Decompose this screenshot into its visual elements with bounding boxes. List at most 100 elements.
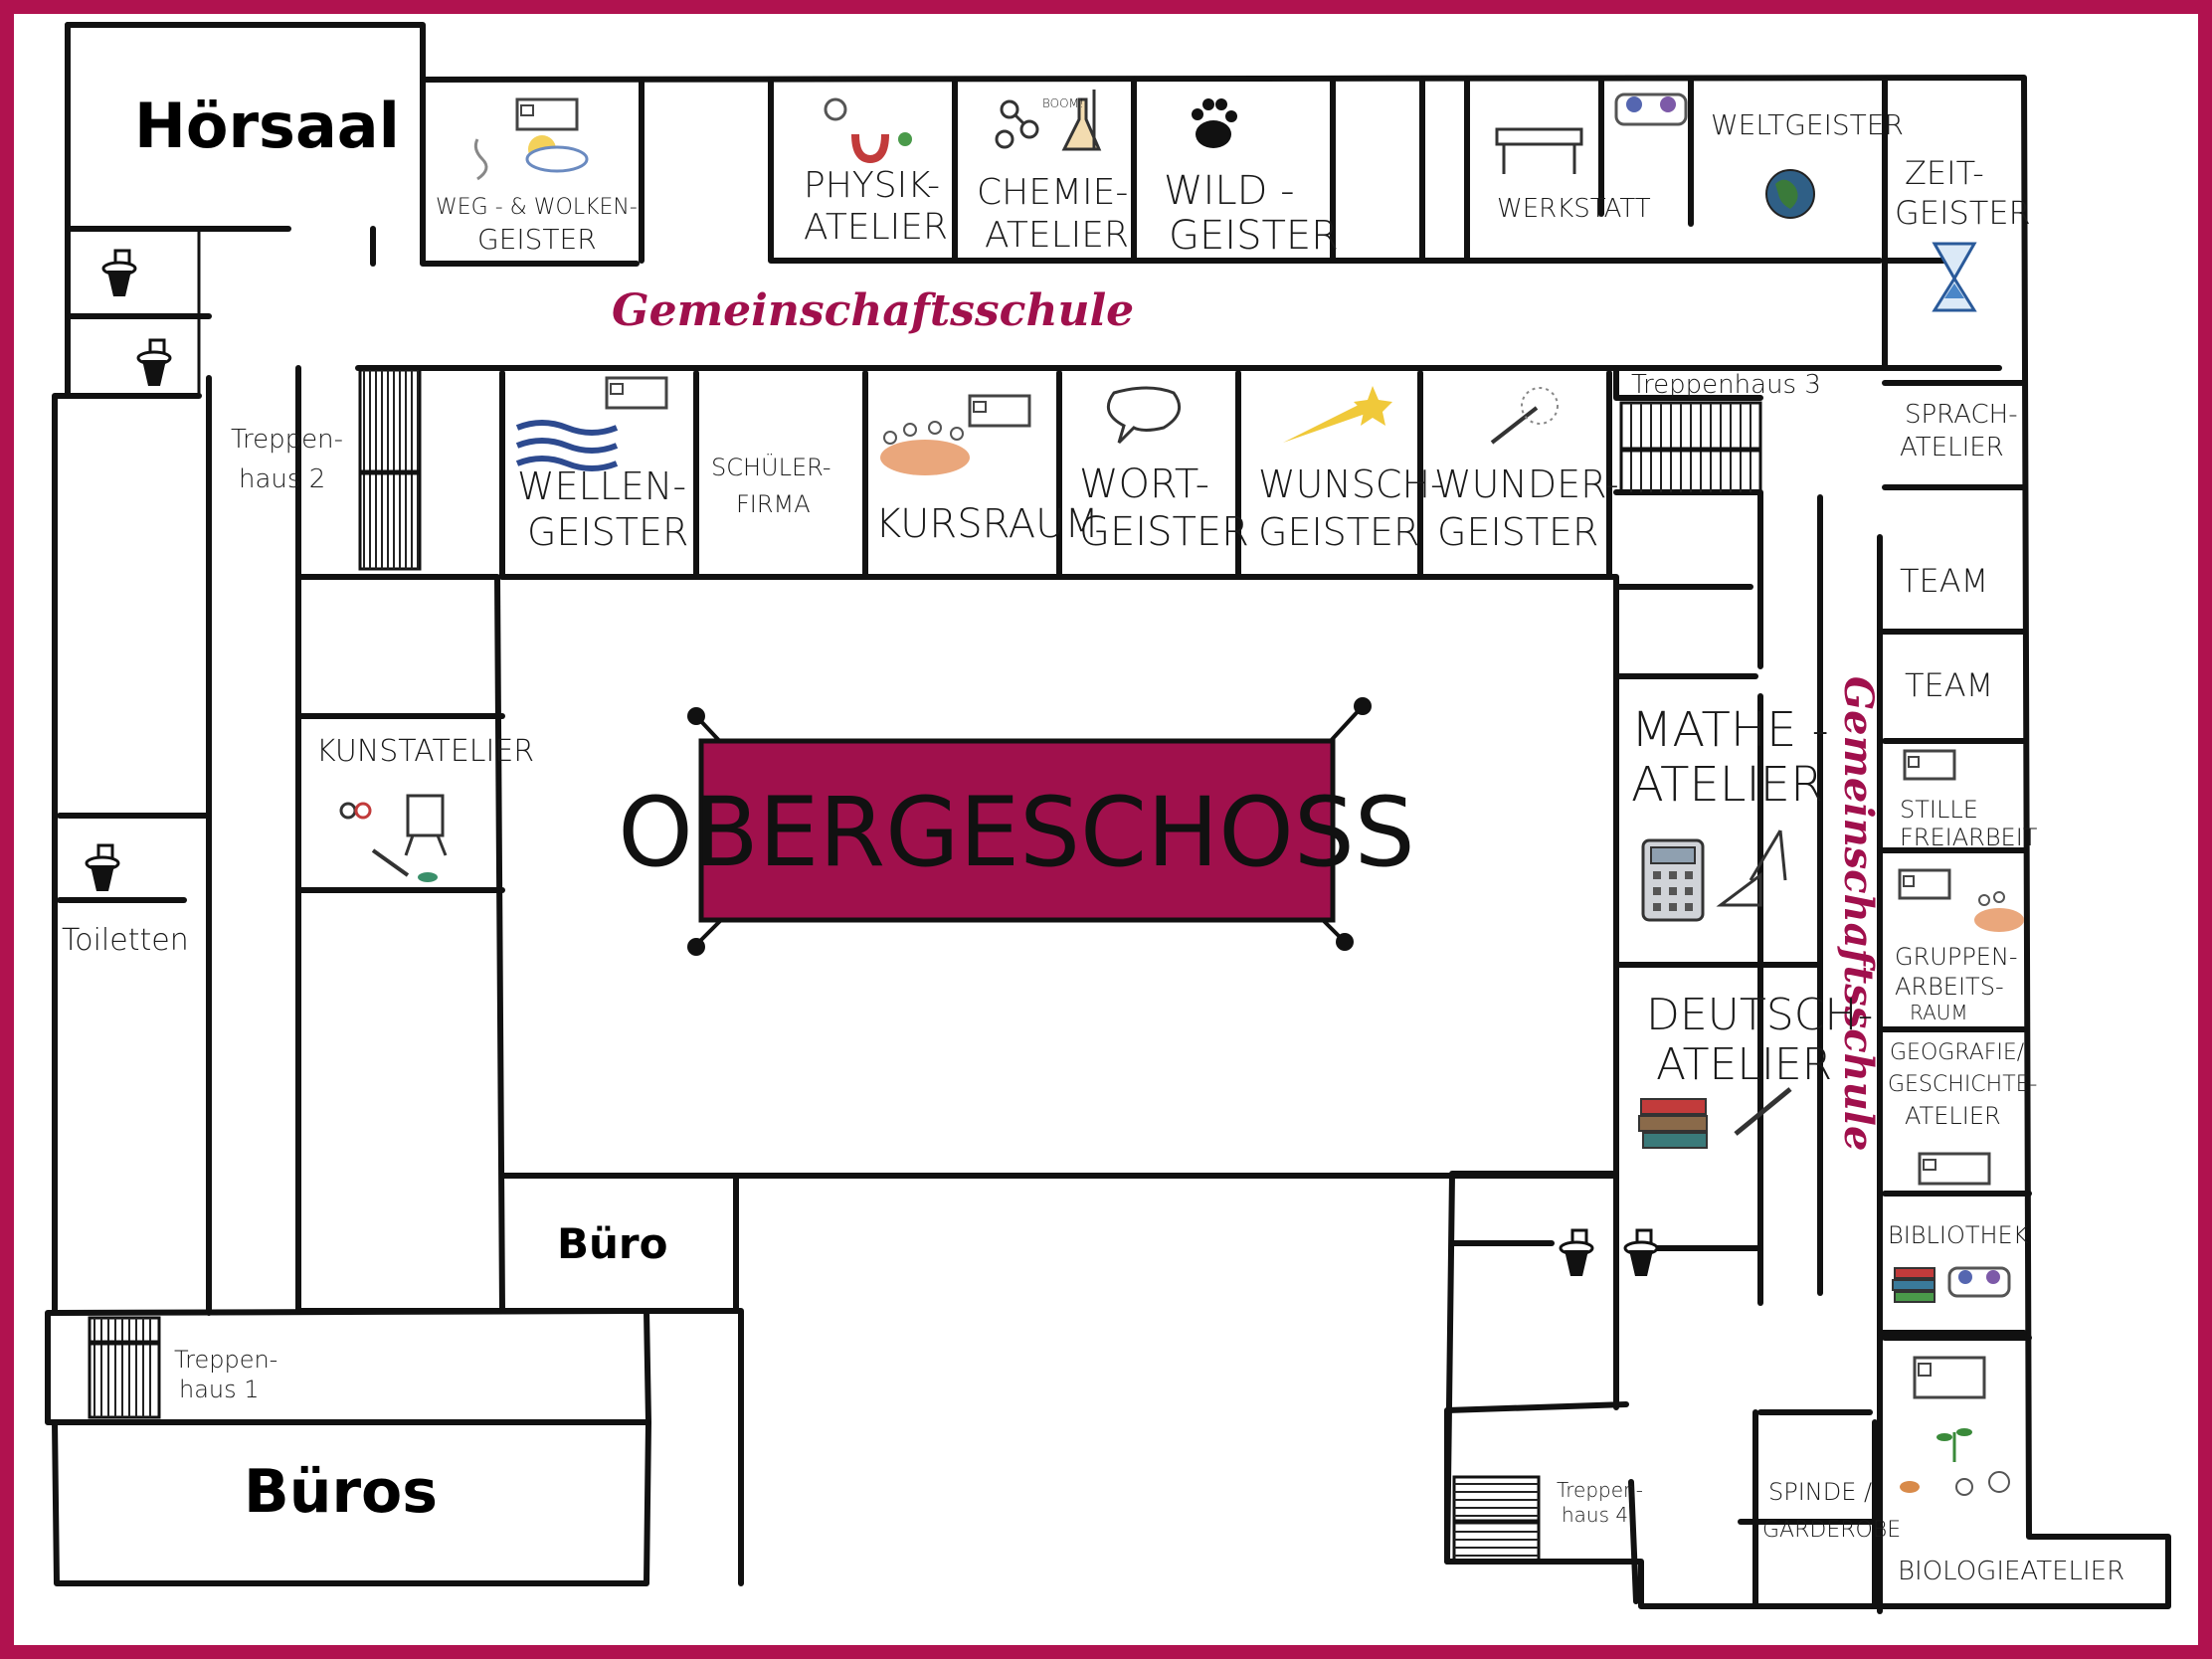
room-physik-line2: ATELIER	[804, 207, 948, 248]
globe-icon	[1765, 169, 1815, 219]
room-gruppen-line1: GRUPPEN-	[1895, 943, 2018, 971]
room-stille-line1: STILLE	[1900, 796, 1978, 824]
inner-row-walls	[52, 365, 2002, 1586]
molecule-icon	[995, 99, 1039, 149]
bed-icon	[1903, 749, 1956, 781]
room-treppenhaus4-line1: Treppen-	[1557, 1478, 1643, 1502]
books-icon	[1892, 1267, 1936, 1303]
bed-icon	[968, 394, 1031, 428]
room-treppenhaus3: Treppenhaus 3	[1631, 370, 1821, 400]
treppenhaus-1-stairs	[88, 1316, 161, 1419]
room-team-1: TEAM	[1900, 562, 1988, 600]
toilet-icon	[136, 338, 172, 386]
sparkler-icon	[1490, 387, 1559, 445]
waves-icon	[515, 420, 619, 471]
toilet-icon	[1623, 1228, 1659, 1276]
room-kunst: KUNSTATELIER	[316, 734, 534, 769]
books-icon	[1638, 1098, 1708, 1149]
room-chemie-line2: ATELIER	[985, 215, 1129, 256]
treppenhaus-4-stairs	[1452, 1475, 1541, 1564]
top-row-walls	[65, 77, 1952, 399]
room-physik-line1: PHYSIK-	[804, 165, 940, 206]
room-gruppen-line3: RAUM	[1910, 1001, 1968, 1024]
bed-icon	[1913, 1356, 1986, 1399]
paw-icon	[1192, 98, 1237, 148]
speech-bubble-icon	[1106, 386, 1182, 445]
room-weltgeister: WELTGEISTER	[1711, 108, 1904, 141]
room-wunsch-line2: GEISTER	[1258, 510, 1419, 554]
hourglass-icon	[1932, 242, 1977, 312]
flask-icon	[1061, 90, 1102, 151]
room-schuelerfirma-line1: SCHÜLER-	[711, 452, 831, 481]
room-toiletten: Toiletten	[62, 923, 189, 958]
room-bibliothek: BIBLIOTHEK	[1888, 1221, 2029, 1249]
room-gruppen-line2: ARBEITS-	[1895, 973, 2004, 1001]
shooting-star-icon	[1283, 386, 1392, 443]
room-geo-line2: GESCHICHTE-	[1888, 1072, 2038, 1097]
room-sprach-line2: ATELIER	[1900, 433, 2004, 462]
workbench-icon	[1495, 127, 1583, 174]
room-geo-line1: GEOGRAFIE/	[1890, 1040, 2025, 1065]
easel-icon	[404, 794, 448, 856]
chemie-boom-text: BOOM!	[1042, 96, 1084, 110]
room-wunsch-line1: WUNSCH-	[1258, 462, 1444, 506]
sofa-icon	[1614, 92, 1688, 126]
toilet-icon	[1559, 1228, 1594, 1276]
room-wild-line1: WILD -	[1164, 168, 1295, 214]
room-buero: Büro	[557, 1219, 667, 1268]
room-treppenhaus2-line2: haus 2	[239, 464, 325, 494]
calculator-icon	[1641, 838, 1705, 922]
room-treppenhaus1-line1: Treppen-	[174, 1346, 277, 1374]
room-wort-line1: WORT-	[1079, 461, 1209, 507]
room-team-2: TEAM	[1905, 666, 1993, 704]
room-sprach-line1: SPRACH-	[1905, 400, 2018, 430]
room-wellen-line2: GEISTER	[527, 510, 688, 554]
plant-icon	[1900, 1428, 2010, 1496]
pencil-icon	[1734, 1087, 1792, 1136]
toilet-icon	[85, 843, 120, 891]
bed-icon	[605, 376, 668, 410]
room-werkstatt: WERKSTATT	[1497, 194, 1651, 224]
room-wunder-line1: WUNDER-	[1434, 462, 1619, 506]
room-zeit-line1: ZEIT-	[1905, 154, 1984, 192]
scissors-icon	[339, 802, 372, 820]
room-wort-line2: GEISTER	[1079, 509, 1249, 555]
compass-icon	[1716, 830, 1787, 907]
treppenhaus-2-stairs	[358, 368, 422, 571]
title-banner: OBERGESCHOSS	[618, 697, 1415, 956]
room-bueros: Büros	[244, 1457, 438, 1527]
room-kursraum: KURSRAUM	[875, 501, 1099, 547]
sofa-icon	[1947, 1266, 2011, 1298]
room-treppenhaus4-line2: haus 4	[1562, 1503, 1628, 1527]
room-weg-wolken-line1: WEG - & WOLKEN-	[436, 195, 638, 220]
bed-icon	[1918, 1152, 1991, 1186]
brush-icon	[371, 848, 438, 882]
room-schuelerfirma-line2: FIRMA	[736, 490, 811, 518]
treppenhaus-3-stairs	[1619, 401, 1762, 494]
room-spinde-line1: SPINDE /	[1768, 1478, 1872, 1506]
magnet-icon	[824, 97, 912, 164]
room-zeit-line2: GEISTER	[1895, 194, 2031, 232]
corridor-label-right: Gemeinschaftsschule	[1835, 676, 1882, 1151]
room-treppenhaus1-line2: haus 1	[179, 1376, 260, 1403]
room-mathe-line2: ATELIER	[1631, 757, 1823, 813]
room-stille-line2: FREIARBEIT	[1900, 824, 2038, 851]
room-wild-line2: GEISTER	[1169, 213, 1339, 259]
room-geo-line3: ATELIER	[1905, 1102, 2001, 1130]
bed-icon	[515, 97, 579, 131]
room-chemie-line1: CHEMIE-	[977, 172, 1128, 213]
people-group-icon	[880, 421, 970, 475]
room-treppenhaus2-line1: Treppen-	[231, 425, 343, 455]
corridor-label-top: Gemeinschaftsschule	[612, 285, 1134, 336]
room-hoersaal: Hörsaal	[134, 90, 400, 162]
toilet-icon	[101, 249, 137, 296]
room-spinde-line2: GARDEROBE	[1762, 1518, 1901, 1543]
room-weg-wolken-line2: GEISTER	[477, 223, 597, 256]
room-biologie: BIOLOGIEATELIER	[1898, 1557, 2124, 1586]
cloud-sun-icon	[473, 135, 589, 181]
banner-title: OBERGESCHOSS	[618, 777, 1414, 888]
room-wellen-line1: WELLEN-	[517, 464, 686, 508]
